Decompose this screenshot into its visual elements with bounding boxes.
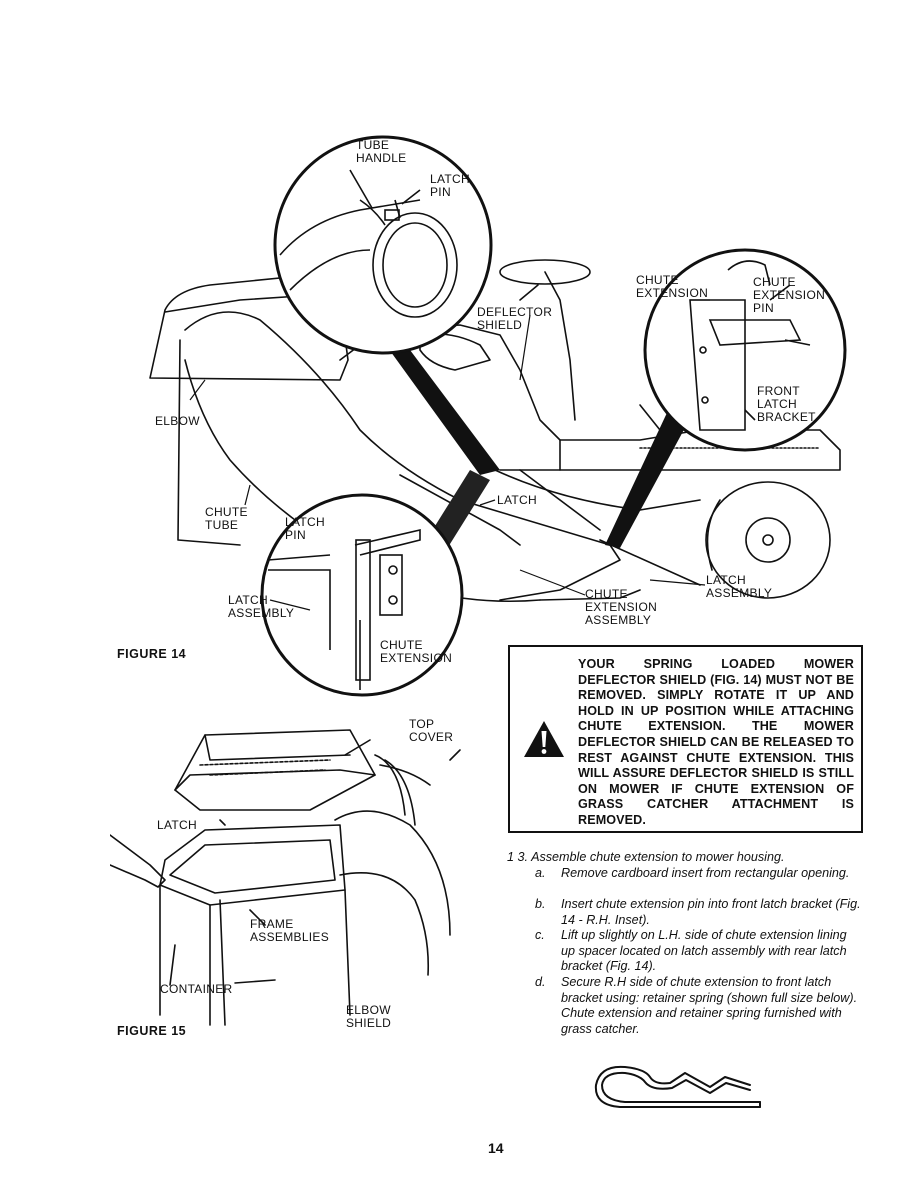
step-13: 1 3. Assemble chute extension to mower h… — [507, 850, 784, 866]
substep-d: d. Secure R.H side of chute extension to… — [535, 975, 862, 1037]
label-chute-extension-pin: CHUTE EXTENSION PIN — [753, 275, 826, 315]
substep-letter: b. — [535, 897, 546, 911]
label-latch: LATCH — [497, 493, 537, 507]
figure-15-illustration — [110, 729, 461, 1026]
step-title: Assemble chute extension to mower housin… — [531, 850, 785, 864]
substep-letter: d. — [535, 975, 546, 989]
substep-letter: c. — [535, 928, 545, 942]
substep-c: c. Lift up slightly on L.H. side of chut… — [535, 928, 862, 975]
substep-text: Secure R.H side of chute extension to fr… — [561, 975, 858, 1036]
warning-text: YOUR SPRING LOADED MOWER DEFLECTOR SHIEL… — [578, 657, 854, 827]
label-latch-assembly-right: LATCH ASSEMBLY — [706, 573, 773, 600]
substep-text: Remove cardboard insert from rectangular… — [561, 866, 850, 880]
label-chute-extension-inset: CHUTE EXTENSION — [380, 638, 453, 665]
warning-box: YOUR SPRING LOADED MOWER DEFLECTOR SHIEL… — [508, 645, 863, 833]
label-elbow: ELBOW — [155, 414, 200, 428]
label-latch-pin-inset: LATCH PIN — [285, 515, 325, 542]
figure-14-caption: FIGURE 14 — [117, 647, 187, 661]
substep-text: Insert chute extension pin into front la… — [561, 897, 861, 927]
label-latch-fig15: LATCH — [157, 818, 197, 832]
substep-letter: a. — [535, 866, 546, 880]
page-number: 14 — [488, 1140, 504, 1156]
label-frame-assemblies: FRAME ASSEMBLIES — [250, 917, 330, 944]
warning-triangle-icon — [524, 721, 564, 757]
retainer-spring-illustration — [594, 1065, 761, 1108]
label-container: CONTAINER — [160, 982, 233, 996]
substep-b: b. Insert chute extension pin into front… — [535, 897, 862, 928]
label-latch-assembly-left: LATCH ASSEMBLY — [228, 593, 295, 620]
label-elbow-shield: ELBOW SHIELD — [346, 1003, 392, 1030]
label-chute-extension-assembly: CHUTE EXTENSION ASSEMBLY — [585, 587, 658, 627]
label-chute-extension: CHUTE EXTENSION — [636, 273, 709, 300]
label-deflector-shield: DEFLECTOR SHIELD — [477, 305, 553, 332]
label-top-cover: TOP COVER — [409, 717, 454, 744]
substep-text: Lift up slightly on L.H. side of chute e… — [561, 928, 847, 974]
figure-15-caption: FIGURE 15 — [117, 1024, 187, 1038]
label-tube-handle: TUBE HANDLE — [356, 138, 407, 165]
figure-14-illustration — [149, 135, 847, 697]
step-number: 1 3. — [507, 850, 529, 864]
substep-a: a. Remove cardboard insert from rectangu… — [535, 866, 862, 882]
label-latch-pin-top: LATCH PIN — [430, 172, 470, 199]
label-chute-tube: CHUTE TUBE — [205, 505, 248, 532]
label-front-latch-bracket: FRONT LATCH BRACKET — [757, 384, 816, 424]
